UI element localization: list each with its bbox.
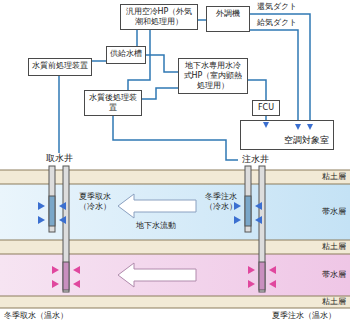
treatment-box: 水質前処理装置: [28, 58, 92, 76]
heat-pump-box: 地下水専用水冷式HP（室内顕熱処理用）: [178, 58, 248, 94]
node-text: FCU: [256, 103, 276, 113]
node-text: 注水井: [238, 154, 272, 165]
layer-name: 帯水層: [322, 270, 346, 280]
fcu-box: FCU: [252, 100, 280, 116]
layer-name: 粘土層: [322, 172, 346, 182]
aquifer-layer: [0, 254, 350, 296]
flow-note: 夏季注水（温水）: [272, 311, 336, 321]
node-text: 取水井: [42, 153, 76, 164]
pipe-connector: [198, 19, 206, 21]
tank-box: 供給水槽: [106, 46, 146, 64]
pipe-connector: [58, 76, 60, 153]
clay-layer: [0, 296, 350, 308]
pipe-connector: [136, 30, 138, 46]
node-text: 地下水専用水冷式HP（室内顕熱処理用）: [182, 61, 244, 91]
air-handler-box: 外調機: [206, 6, 250, 32]
groundwater-flow-arrow: [118, 263, 196, 287]
node-text: 供給水槽: [110, 49, 142, 59]
duct-label: 還気ダクト: [256, 2, 298, 12]
well-pipe: [49, 166, 265, 292]
pipe-connector: [92, 60, 106, 62]
pipe-connector: [142, 88, 178, 99]
node-text: 水質後処理装置: [88, 93, 138, 113]
heat-pump-box: 汎用空冷HP（外気潮和処理用）: [120, 4, 198, 30]
node-text: 外調機: [210, 9, 246, 19]
pipe-connector: [113, 116, 238, 160]
groundwater-flow-arrow: [118, 194, 196, 218]
well-label: 取水井: [42, 153, 76, 167]
flow-note: 冬季取水（温水）: [4, 311, 68, 321]
pipe-connector: [146, 55, 178, 72]
pipe-connector: [248, 80, 266, 100]
duct-label: 給気ダクト: [256, 18, 298, 28]
treatment-box: 水質後処理装置: [84, 90, 142, 116]
pipe-connector: [250, 30, 298, 120]
flow-note: 冬季注水（冷水）: [202, 192, 240, 212]
clay-layer: [0, 240, 350, 254]
node-text: 空調対象室: [284, 135, 329, 146]
layer-name: 粘土層: [322, 297, 346, 307]
room-box: 空調対象室: [240, 120, 334, 150]
node-text: 水質前処理装置: [32, 61, 88, 71]
node-text: 汎用空冷HP（外気潮和処理用）: [124, 7, 194, 27]
well-label: 注水井: [238, 154, 272, 168]
layer-name: 粘土層: [322, 242, 346, 252]
flow-note: 夏季取水（冷水）: [76, 192, 114, 212]
layer-name: 帯水層: [322, 207, 346, 217]
pipe-connector: [250, 14, 310, 120]
diffuser-arrow: [263, 122, 313, 130]
flow-note: 地下水流動: [136, 221, 176, 231]
